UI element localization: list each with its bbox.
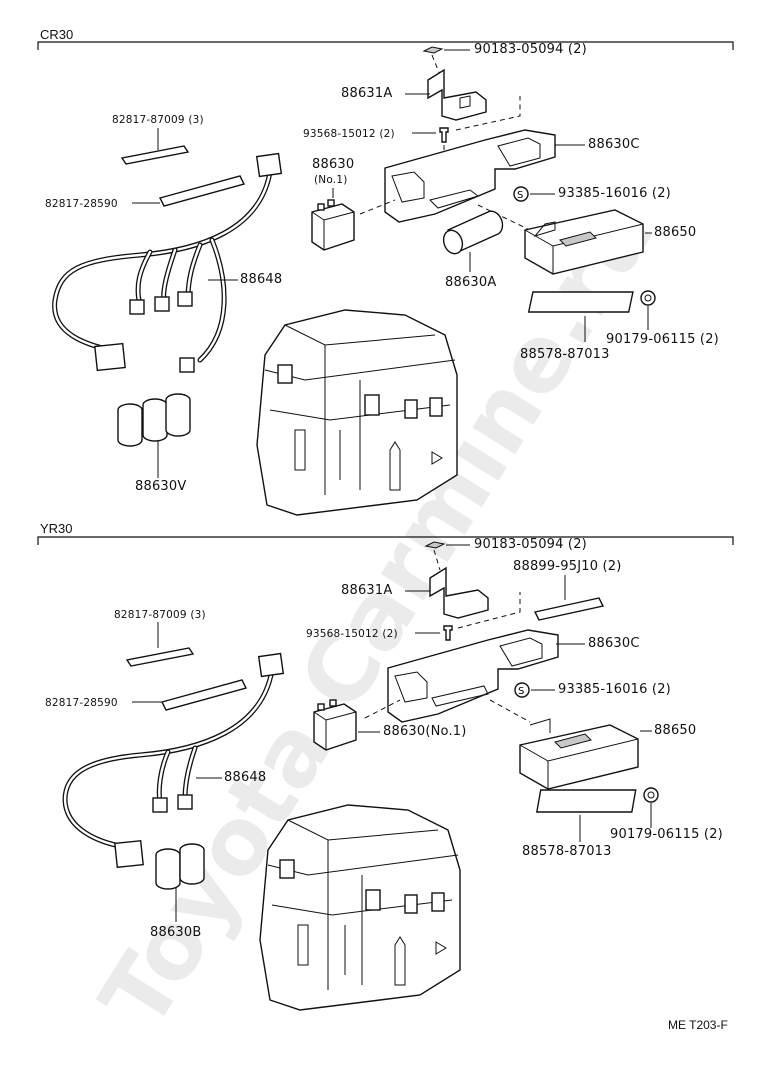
yr30-parts: S bbox=[62, 541, 659, 1011]
tube-82817-87009 bbox=[120, 128, 190, 165]
label-88630v: 88630V bbox=[135, 479, 187, 494]
label-88899: 88899-95J10 (2) bbox=[513, 559, 622, 574]
tube-82817-87009-yr bbox=[125, 622, 195, 667]
tube-82817-28590 bbox=[132, 175, 246, 207]
label-88631a-yr: 88631A bbox=[341, 583, 393, 598]
label-88630c: 88630C bbox=[588, 137, 640, 152]
washer-90183 bbox=[422, 46, 470, 76]
label-93385-yr: 93385-16016 (2) bbox=[558, 682, 671, 697]
label-93568-yr: 93568-15012 (2) bbox=[306, 628, 398, 640]
harness-88648 bbox=[52, 152, 283, 373]
label-88631a: 88631A bbox=[341, 86, 393, 101]
label-88578-yr: 88578-87013 bbox=[522, 844, 612, 859]
label-88630c-yr: 88630C bbox=[588, 636, 640, 651]
s-washer-93385: S bbox=[513, 186, 555, 202]
s-washer-93385-yr: S bbox=[514, 682, 555, 698]
bracket-88630c bbox=[359, 129, 585, 231]
module-88650 bbox=[524, 209, 652, 275]
label-90183-yr: 90183-05094 (2) bbox=[474, 537, 587, 552]
bracket-88630c-yr bbox=[364, 629, 585, 723]
label-88650: 88650 bbox=[654, 225, 697, 240]
relay-88630-yr bbox=[313, 699, 380, 751]
section-title-yr30: YR30 bbox=[40, 521, 73, 536]
cr30-parts: S bbox=[52, 46, 656, 516]
yr30-bracket bbox=[37, 536, 734, 545]
nut-90179-yr bbox=[643, 787, 659, 828]
junction-housing-cr30 bbox=[256, 309, 458, 516]
label-88648: 88648 bbox=[240, 272, 283, 287]
junction-housing-yr30 bbox=[259, 804, 461, 1011]
label-88630-yr: 88630(No.1) bbox=[383, 724, 467, 739]
figure-code: ME T203-F bbox=[668, 1018, 728, 1032]
harness-88648-yr bbox=[62, 652, 285, 869]
label-82817-28590-yr: 82817-28590 bbox=[45, 697, 118, 709]
section-title-cr30: CR30 bbox=[40, 27, 74, 42]
label-88578: 88578-87013 bbox=[520, 347, 610, 362]
screw-93568-yr bbox=[415, 625, 453, 641]
label-88648-yr: 88648 bbox=[224, 770, 267, 785]
bracket-88631a bbox=[405, 68, 521, 131]
label-93568: 93568-15012 (2) bbox=[303, 128, 395, 140]
washer-90183-yr bbox=[424, 541, 470, 571]
relays-88630v bbox=[117, 393, 191, 478]
cr30-bracket bbox=[37, 41, 734, 50]
label-82817-28590: 82817-28590 bbox=[45, 198, 118, 210]
bracket-88631a-yr bbox=[405, 566, 521, 629]
label-88630-no1: (No.1) bbox=[314, 174, 348, 186]
label-88630a: 88630A bbox=[445, 275, 497, 290]
label-93385: 93385-16016 (2) bbox=[558, 186, 671, 201]
svg-text:S: S bbox=[517, 190, 523, 201]
tube-82817-28590-yr bbox=[132, 679, 248, 711]
label-90179-yr: 90179-06115 (2) bbox=[610, 827, 723, 842]
label-82817-87009-yr: 82817-87009 (3) bbox=[114, 609, 206, 621]
svg-text:S: S bbox=[518, 686, 524, 697]
module-88650-yr bbox=[519, 718, 652, 790]
label-88650-yr: 88650 bbox=[654, 723, 697, 738]
label-90183: 90183-05094 (2) bbox=[474, 42, 587, 57]
nut-90179 bbox=[640, 290, 656, 330]
label-82817-87009: 82817-87009 (3) bbox=[112, 114, 204, 126]
relay-88630 bbox=[311, 188, 355, 251]
label-90179: 90179-06115 (2) bbox=[606, 332, 719, 347]
relays-88630b bbox=[155, 843, 205, 922]
cylinder-88630a bbox=[442, 210, 504, 272]
label-88630: 88630 bbox=[312, 157, 355, 172]
plate-88578 bbox=[527, 291, 634, 342]
label-88630b: 88630B bbox=[150, 925, 202, 940]
tube-88899 bbox=[533, 575, 605, 621]
plate-88578-yr bbox=[535, 789, 637, 842]
